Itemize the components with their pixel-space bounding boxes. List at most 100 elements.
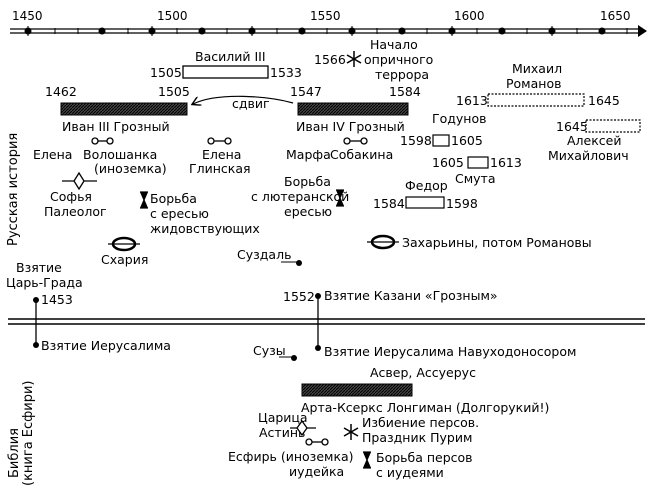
godunov-name: Годунов	[432, 111, 487, 126]
jerusalem-dot	[33, 342, 39, 348]
heresy1-line1: Борьба	[150, 191, 197, 206]
rhombus-icon	[62, 171, 97, 191]
suzy-dot	[291, 355, 297, 361]
marriage-icon	[207, 137, 232, 145]
alexey-reign-bar	[585, 119, 641, 133]
tsargrad-line2: Царь-Града	[6, 275, 83, 290]
year-1453: 1453	[41, 292, 73, 307]
voloshanka-line2: (иноземка)	[94, 161, 167, 176]
hourglass-icon	[140, 191, 148, 209]
marfa-name: Марфа	[286, 147, 331, 162]
tick-label-1500: 1500	[157, 9, 188, 23]
sofia-line1: Софья	[50, 189, 92, 204]
struggle-line2: с иудеями	[376, 465, 444, 480]
heresy2-line1: Борьба	[284, 174, 331, 189]
elena-glinskaya-line1: Елена	[202, 147, 241, 162]
smuta-label: Смута	[455, 171, 496, 186]
ivan3-reign-bar	[60, 102, 188, 116]
fedor-start: 1584	[373, 196, 405, 211]
fedor-name: Федор	[405, 178, 448, 193]
mikhail-line1: Михаил	[512, 61, 562, 76]
section-divider	[8, 318, 645, 325]
jerusalem-label: Взятие Иерусалима	[41, 338, 171, 353]
heresy1-line3: жидовствующих	[150, 221, 260, 236]
alexey-start: 1645	[556, 119, 588, 134]
ivan3-start: 1462	[45, 84, 77, 99]
mikhail-reign-bar	[487, 93, 585, 107]
mikhail-start: 1613	[456, 93, 488, 108]
suzdal-label: Суздаль	[237, 247, 291, 262]
esther-line1: Есфирь (иноземка)	[228, 449, 354, 464]
hourglass-icon	[363, 451, 371, 469]
struggle-line1: Борьба персов	[376, 450, 473, 465]
rhombus-icon	[290, 419, 316, 437]
ivan4-name: Иван IV Грозный	[296, 119, 405, 134]
jerusalem-neb-dot	[315, 345, 321, 351]
timeline-axis: 1450 1500 1550 1600 1650	[10, 9, 647, 37]
asterisk-icon	[343, 424, 359, 440]
asver-label: Асвер, Ассуерус	[370, 365, 476, 380]
tick-label-1600: 1600	[454, 9, 485, 23]
oprichnina-line2: опричного	[364, 52, 433, 67]
marriage-icon	[305, 438, 329, 446]
shift-arrow	[193, 95, 294, 104]
massacre-line1: Избиение персов.	[362, 415, 479, 430]
vasily-name: Василий III	[195, 49, 266, 64]
oprichnina-year: 1566	[314, 52, 346, 67]
smuta-end: 1613	[490, 155, 522, 170]
artaxerxes-reign-bar	[301, 383, 413, 397]
section-russian-history: Русская история	[6, 133, 21, 246]
vashti-line1: Царица	[258, 410, 308, 425]
fedor-end: 1598	[446, 196, 478, 211]
jerusalem-neb-label: Взятие Иерусалима Навуходоносором	[324, 344, 576, 359]
shift-label: сдвиг	[232, 96, 270, 111]
alexey-line1: Алексей	[567, 133, 621, 148]
marriage-icon	[343, 137, 368, 145]
tsargrad-line1: Взятие	[16, 260, 62, 275]
heresy1-line2: с ересью	[150, 206, 209, 221]
zakharyiny-label: Захарьины, потом Романовы	[402, 235, 592, 250]
axis-ticks	[27, 26, 628, 36]
hourglass-icon	[336, 189, 344, 207]
esther-line2: иудейка	[289, 464, 344, 479]
year-1552: 1552	[283, 289, 315, 304]
ivan4-end: 1584	[389, 84, 421, 99]
mikhail-end: 1645	[588, 93, 620, 108]
smuta-start: 1605	[432, 155, 464, 170]
vashti-line2: Астинь	[259, 425, 305, 440]
axis-tick-dots	[24, 27, 606, 35]
alexey-line2: Михайлович	[548, 148, 629, 163]
elena-name: Елена	[33, 147, 72, 162]
mikhail-line2: Романов	[506, 76, 561, 91]
artaxerxes-label: Арта-Ксеркс Лонгиман (Долгорукий!)	[301, 400, 549, 415]
marriage-icon	[91, 137, 114, 145]
skhariya-label: Схария	[101, 252, 148, 267]
heresy2-line2: с лютеранской	[251, 189, 349, 204]
vasily-reign-bar	[182, 65, 269, 79]
ivan3-name: Иван III Грозный	[62, 119, 170, 134]
heresy2-line3: ересью	[284, 204, 332, 219]
godunov-start: 1598	[400, 133, 432, 148]
tick-label-1450: 1450	[12, 9, 43, 23]
ivan4-start: 1547	[290, 84, 322, 99]
sofia-line2: Палеолог	[44, 204, 107, 219]
smuta-bar	[467, 156, 489, 169]
section-bible-line2: (книга Есфири)	[21, 381, 36, 487]
oprichnina-line1: Начало	[370, 37, 418, 52]
oprichnina-line3: террора	[375, 67, 429, 82]
vasily-end: 1533	[270, 65, 302, 80]
fedor-reign-bar	[405, 196, 445, 209]
godunov-reign-bar	[432, 134, 450, 147]
godunov-end: 1605	[451, 133, 483, 148]
asterisk-icon	[346, 51, 362, 67]
kazan-label: Взятие Казани «Грозным»	[324, 288, 498, 303]
ivan3-end: 1505	[158, 84, 190, 99]
elena-glinskaya-line2: Глинская	[189, 161, 251, 176]
vasily-start: 1505	[150, 65, 182, 80]
section-bible-line1: Библия	[7, 428, 22, 478]
tick-label-1650: 1650	[600, 9, 631, 23]
massacre-line2: Праздник Пурим	[362, 430, 472, 445]
sobakina-name: Собакина	[330, 147, 393, 162]
tick-label-1550: 1550	[310, 9, 341, 23]
